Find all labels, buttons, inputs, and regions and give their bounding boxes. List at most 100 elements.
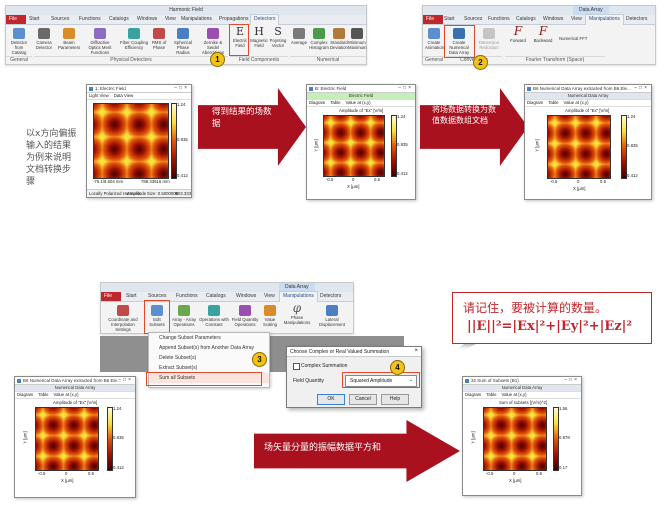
tab-view[interactable]: View xyxy=(165,16,176,22)
detector-from-catalog-button[interactable]: Detector from Catalog xyxy=(7,28,31,55)
field-plot[interactable] xyxy=(35,407,99,471)
tab-sources[interactable]: Sources xyxy=(464,16,483,22)
close-icon[interactable]: × xyxy=(414,348,418,354)
sum-of-subsets-window[interactable]: 32 Sum of Subsets (B1)–□× Numerical Data… xyxy=(462,376,582,496)
tab-table[interactable]: Table xyxy=(330,100,341,105)
field-plot[interactable] xyxy=(93,103,169,179)
array-operations-button[interactable]: Array - Array Operations xyxy=(171,305,197,327)
tab-catalogs[interactable]: Catalogs xyxy=(206,293,226,299)
fiber-coupling-button[interactable]: Fiber Coupling Efficiency xyxy=(120,28,148,50)
field-quantity-select[interactable]: Squared Amplitude ⌄ xyxy=(345,375,417,387)
menu-change-subset-parameters[interactable]: Change Subset Parameters xyxy=(159,335,221,341)
tab-diagram[interactable]: Diagram xyxy=(17,392,34,397)
coordinate-interpolation-button[interactable]: Coordinate and Interpolation Settings xyxy=(103,305,143,332)
value-scaling-button[interactable]: Value Scaling xyxy=(261,305,279,327)
tab-table[interactable]: Table xyxy=(548,100,559,105)
tab-file[interactable]: File xyxy=(101,292,121,301)
menu-delete-subsets[interactable]: Delete Subset(s) xyxy=(159,355,197,361)
help-button[interactable]: Help xyxy=(381,394,409,405)
diffractive-icon xyxy=(94,28,106,39)
window-controls[interactable]: –□× xyxy=(564,377,579,383)
tab-start[interactable]: Start xyxy=(444,16,455,22)
tab-table[interactable]: Table xyxy=(486,392,497,397)
menu-append-subsets[interactable]: Append Subset(s) from Another Data Array xyxy=(159,345,255,351)
window-controls[interactable]: –□× xyxy=(174,85,189,91)
cancel-button[interactable]: Cancel xyxy=(349,394,377,405)
standard-deviation-button[interactable]: Standard Deviation xyxy=(330,28,348,50)
beam-parameters-button[interactable]: Beam Parameters xyxy=(58,28,80,50)
tab-functions[interactable]: Functions xyxy=(176,293,198,299)
create-numerical-data-array-button[interactable]: Create Numerical Data Array xyxy=(446,28,472,55)
tab-value-at[interactable]: Value at (x,y) xyxy=(501,392,527,397)
spherical-phase-button[interactable]: Spherical Phase Radius xyxy=(170,28,196,55)
tab-start[interactable]: Start xyxy=(29,16,40,22)
intensity-plot[interactable] xyxy=(483,407,547,471)
menu-sum-all-subsets[interactable]: Sum all Subsets xyxy=(149,373,269,383)
tab-value-at[interactable]: Value at (x,y) xyxy=(563,100,589,105)
ok-button[interactable]: OK xyxy=(317,394,345,405)
tab-diagram[interactable]: Diagram xyxy=(309,100,326,105)
window-controls[interactable]: –□× xyxy=(634,85,649,91)
numerical-fft-button[interactable]: Numerical FFT xyxy=(559,36,588,41)
tab-windows[interactable]: Windows xyxy=(236,293,257,299)
lateral-displacement-button[interactable]: Lateral Displacement xyxy=(315,305,349,327)
dimension-reduction-button[interactable]: Dimension Reduction xyxy=(477,28,501,50)
edit-subsets-button[interactable]: Edit Subsets xyxy=(147,305,167,327)
coordinate-icon xyxy=(117,305,129,316)
electric-field-window-2[interactable]: B: Electric Field–□× Electric Field Diag… xyxy=(306,84,416,200)
field-plot[interactable] xyxy=(323,115,385,177)
tab-detectors[interactable]: Detectors xyxy=(320,293,342,299)
tab-functions[interactable]: Functions xyxy=(79,16,101,22)
tab-value-at[interactable]: Value at (x,y) xyxy=(53,392,79,397)
tab-view[interactable]: View xyxy=(264,293,275,299)
tab-windows[interactable]: Windows xyxy=(137,16,158,22)
window-controls[interactable]: –□× xyxy=(118,377,133,383)
min-max-button[interactable]: Minimum Maximum xyxy=(348,28,367,50)
tab-view[interactable]: View xyxy=(571,16,582,22)
tab-start[interactable]: Start xyxy=(126,293,137,299)
tab-detectors[interactable]: Detectors xyxy=(626,16,648,22)
tab-propagations[interactable]: Propagations xyxy=(219,16,249,22)
tab-table[interactable]: Table xyxy=(38,392,49,397)
create-animation-button[interactable]: Create Animation xyxy=(425,28,444,50)
tab-manipulations[interactable]: Manipulations xyxy=(279,291,318,302)
tab-file[interactable]: File xyxy=(423,15,443,24)
window-controls[interactable]: –□× xyxy=(398,85,413,91)
tab-catalogs[interactable]: Catalogs xyxy=(516,16,536,22)
tab-sources[interactable]: Sources xyxy=(148,293,167,299)
tab-diagram[interactable]: Diagram xyxy=(527,100,544,105)
tab-file[interactable]: File xyxy=(6,15,26,24)
operations-constant-button[interactable]: Operations with Constant xyxy=(199,305,229,327)
tab-manipulations[interactable]: Manipulations xyxy=(585,14,624,25)
diffractive-optics-merit-button[interactable]: Diffractive Optics Merit Functions xyxy=(84,28,116,55)
tab-windows[interactable]: Windows xyxy=(543,16,564,22)
tab-manipulations[interactable]: Manipulations xyxy=(181,16,212,22)
numerical-data-array-window[interactable]: B6 Numerical Data Array extracted from B… xyxy=(524,84,652,200)
callout-formula: ||E||²=|Ex|²+|Ey|²+|Ez|² xyxy=(467,319,633,334)
camera-detector-button[interactable]: Camera Detector xyxy=(34,28,54,50)
complex-summation-checkbox[interactable] xyxy=(293,363,300,370)
tab-detectors[interactable]: Detectors xyxy=(250,14,280,25)
tab-functions[interactable]: Functions xyxy=(488,16,510,22)
field-plot[interactable] xyxy=(547,115,611,179)
tab-diagram[interactable]: Diagram xyxy=(465,392,482,397)
tab-light-view[interactable]: Light View xyxy=(89,93,109,98)
average-button[interactable]: Average xyxy=(290,28,308,45)
rms-phase-button[interactable]: RMS of Phase xyxy=(150,28,168,50)
field-quantity-operations-button[interactable]: Field Quantity Operations xyxy=(231,305,259,327)
tab-sources[interactable]: Sources xyxy=(51,16,70,22)
tab-catalogs[interactable]: Catalogs xyxy=(109,16,129,22)
tab-data-view[interactable]: Data View xyxy=(113,93,134,98)
zernike-seidel-button[interactable]: Zernike & Seidel Aberrations xyxy=(198,28,228,55)
complex-histogram-button[interactable]: Complex Histogram xyxy=(309,28,329,50)
tab-value-at[interactable]: Value at (x,y) xyxy=(345,100,371,105)
numerical-data-array-window-2[interactable]: B6 Numerical Data Array extracted from B… xyxy=(14,376,136,498)
menu-extract-subsets[interactable]: Extract Subset(s) xyxy=(159,365,198,371)
